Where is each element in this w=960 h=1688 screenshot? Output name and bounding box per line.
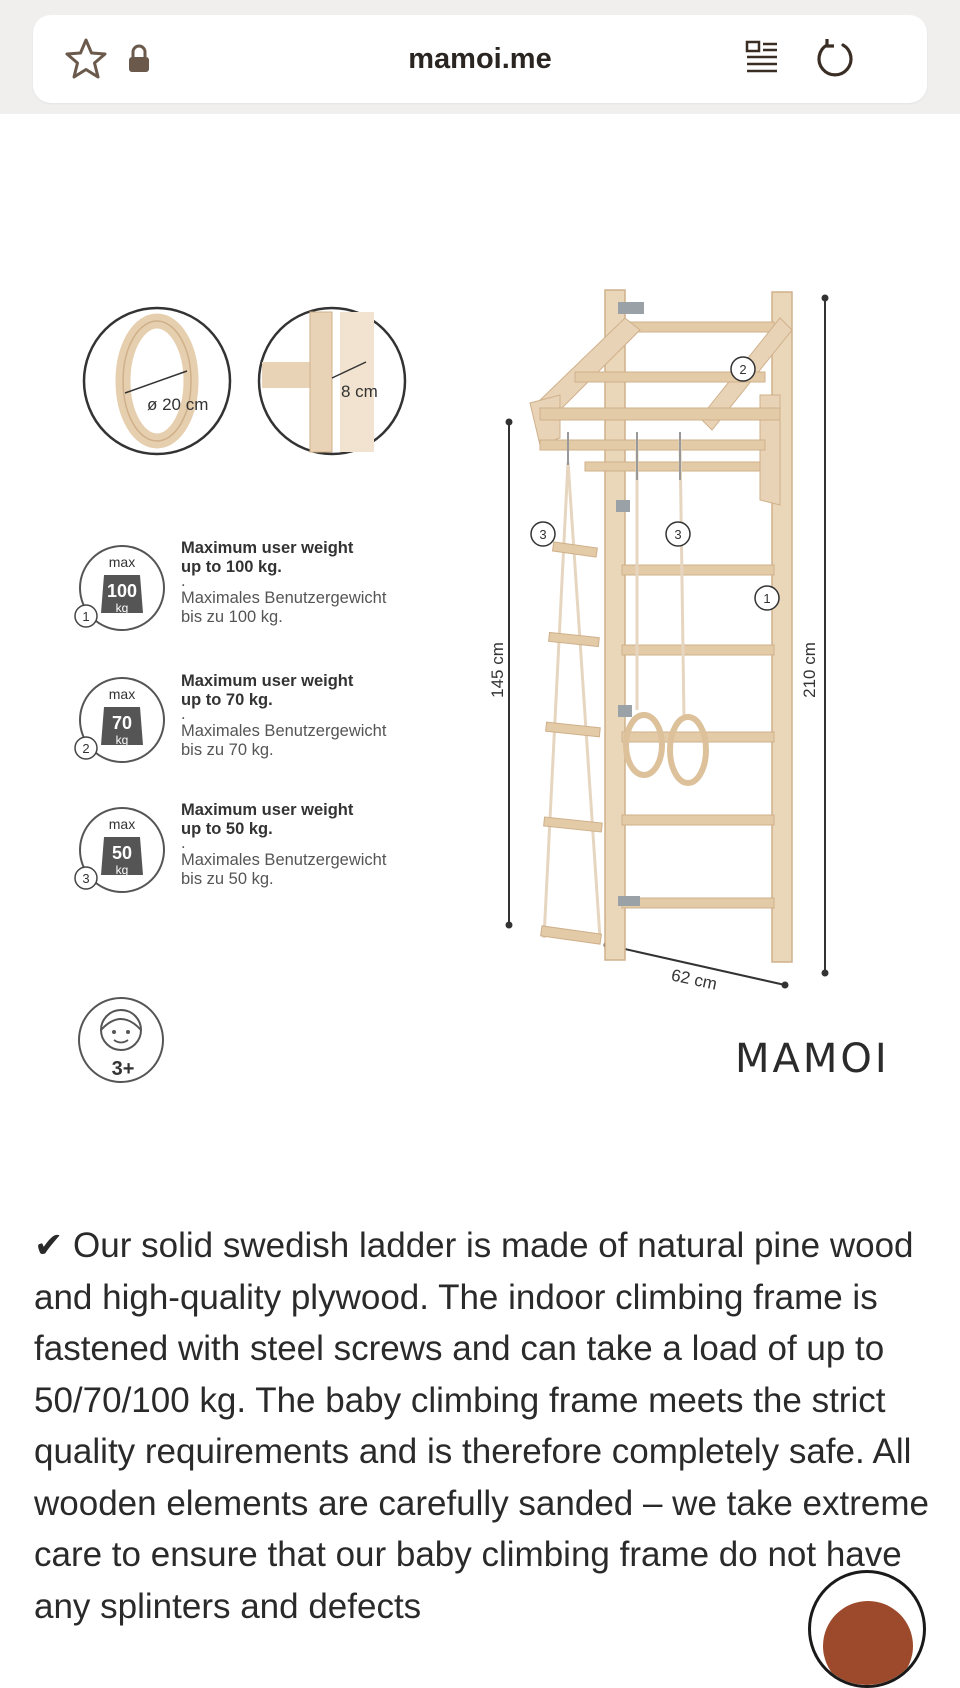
svg-text:max: max (109, 686, 135, 702)
product-image: ø 20 cm 8 cm max 100 kg 1 max 70 kg (0, 114, 960, 1164)
height-total-label: 210 cm (800, 642, 819, 698)
floating-action-button[interactable] (808, 1570, 926, 1688)
fab-fill (823, 1601, 913, 1685)
width-label: 62 cm (670, 966, 719, 994)
weight-badge-50: max 50 kg 3 (74, 807, 165, 893)
svg-text:2: 2 (739, 362, 746, 377)
weight-badge-70: max 70 kg 2 (74, 677, 165, 763)
svg-text:3: 3 (539, 527, 546, 542)
star-icon[interactable] (63, 37, 109, 81)
svg-text:kg: kg (116, 601, 129, 615)
dimension-lines (505, 294, 829, 989)
svg-text:max: max (109, 554, 135, 570)
ring-detail (82, 306, 232, 456)
svg-text:100: 100 (107, 581, 137, 601)
weight-label-70: Maximum user weight up to 70 kg. . Maxim… (181, 672, 387, 759)
svg-text:3+: 3+ (112, 1058, 135, 1080)
svg-text:70: 70 (112, 713, 132, 733)
reload-icon[interactable] (813, 35, 857, 81)
weight-label-50: Maximum user weight up to 50 kg. . Maxim… (181, 801, 387, 888)
svg-text:1: 1 (763, 591, 770, 606)
url-text[interactable]: mamoi.me (408, 43, 552, 75)
reader-mode-icon[interactable] (745, 39, 779, 79)
svg-text:kg: kg (116, 863, 129, 877)
age-badge: 3+ (78, 997, 164, 1083)
address-bar[interactable]: mamoi.me (33, 15, 927, 103)
rung-detail (257, 306, 407, 456)
svg-text:max: max (109, 816, 135, 832)
rung-width-label: 8 cm (341, 382, 378, 401)
svg-text:2: 2 (82, 741, 89, 756)
product-description: ✔ Our solid swedish ladder is made of na… (34, 1226, 929, 1626)
svg-text:50: 50 (112, 843, 132, 863)
svg-text:3: 3 (82, 871, 89, 886)
weight-badge-100: max 100 kg 1 (74, 545, 165, 631)
height-ladder-label: 145 cm (488, 642, 507, 698)
product-illustration: ø 20 cm 8 cm max 100 kg 1 max 70 kg (74, 289, 829, 1083)
svg-text:kg: kg (116, 733, 129, 747)
brand-logo: MAMOI (735, 1036, 890, 1082)
svg-text:1: 1 (82, 609, 89, 624)
svg-text:3: 3 (674, 527, 681, 542)
ring-diameter-label: ø 20 cm (147, 395, 208, 414)
weight-label-100: Maximum user weight up to 100 kg. . Maxi… (181, 539, 387, 626)
lock-icon[interactable] (126, 43, 152, 75)
swedish-ladder: 2 3 3 1 (529, 289, 793, 963)
